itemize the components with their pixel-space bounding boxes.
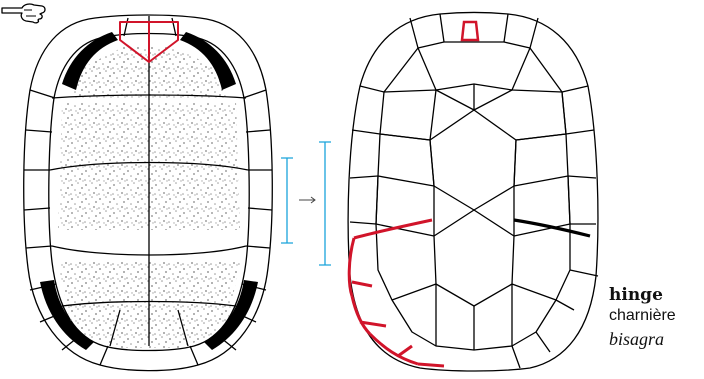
term-english: hinge <box>609 287 663 304</box>
pointing-hand-icon <box>0 0 48 24</box>
term-spanish: bisagra <box>609 330 664 348</box>
scale-bar-short <box>281 158 293 243</box>
carapace-dorsal-view <box>24 15 273 371</box>
scale-bar-long <box>319 142 331 265</box>
term-french: charnière <box>609 308 676 324</box>
scale-guides <box>281 142 331 265</box>
right-arrow-icon <box>299 197 315 203</box>
plastron-outline <box>348 13 598 372</box>
plastron-ventral-view <box>348 13 598 372</box>
